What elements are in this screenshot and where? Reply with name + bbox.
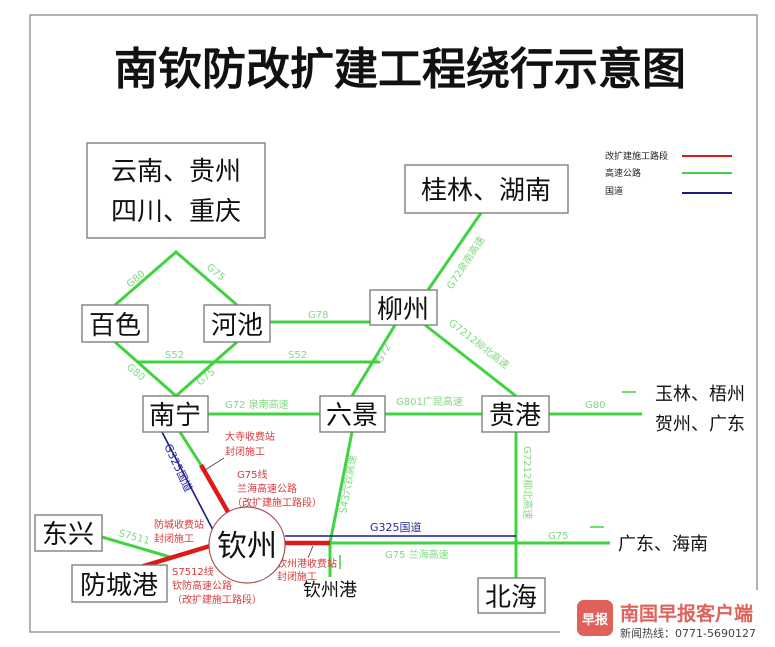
city-qinzhou: 钦州 <box>217 529 277 564</box>
legend: 改扩建施工路段 高速公路 国道 <box>605 150 732 197</box>
road-label: S52 <box>288 350 307 361</box>
legend-label-expressway: 高速公路 <box>605 167 641 179</box>
road-label: S52 <box>165 350 184 361</box>
region-box-north <box>404 164 569 214</box>
construction-g75 <box>199 463 230 514</box>
city-liujing: 六景 <box>326 401 378 431</box>
road-label: G75 <box>548 531 568 542</box>
road-label: G80 <box>124 362 147 384</box>
watermark: 早报 南国早报客户端 新闻热线：0771-5690127 <box>577 600 756 640</box>
road-g80-g75-north <box>114 250 238 307</box>
note-text: 封闭施工 <box>154 532 194 545</box>
note-text: 封闭施工 <box>277 570 317 583</box>
road-label: S43六钦高速 <box>336 454 359 514</box>
note-text: （改扩建施工路段） <box>172 593 262 606</box>
road-label: G80 <box>585 400 605 411</box>
watermark-hotline: 新闻热线：0771-5690127 <box>620 626 756 640</box>
road-label: G75 <box>195 367 218 389</box>
region-label: 贺州、广东 <box>655 414 745 435</box>
road-g72-liujing <box>350 324 397 397</box>
road-g72-north <box>426 212 483 291</box>
region-label: 玉林、梧州 <box>655 384 745 405</box>
note-text: 防城收费站 <box>154 518 204 531</box>
road-label: G801广昆高速 <box>396 395 463 408</box>
road-label: G72 泉南高速 <box>225 398 289 411</box>
road-label: G78 <box>308 310 328 321</box>
note-text: （改扩建施工路段） <box>232 496 322 509</box>
newspaper-logo-icon <box>577 600 613 636</box>
city-qinzhougang: 钦州港 <box>303 580 357 601</box>
road-label: G7212柳北高速 <box>521 446 534 519</box>
watermark-name: 南国早报客户端 <box>620 602 753 625</box>
construction-s7512 <box>136 543 211 571</box>
note-text: S7512线 <box>172 565 214 578</box>
road-g7212-north <box>424 323 517 398</box>
city-beihai: 北海 <box>485 583 537 613</box>
note-text: 兰海高速公路 <box>237 482 297 495</box>
city-nodes: 百色 河池 柳州 南宁 六景 贵港 北海 东兴 防城港 钦州 钦州港 <box>34 289 550 614</box>
city-guigang: 贵港 <box>489 401 541 431</box>
city-baise: 百色 <box>89 311 141 341</box>
note-text: G75线 <box>237 468 267 481</box>
road-label: G325国道 <box>370 520 422 534</box>
legend-label-construction: 改扩建施工路段 <box>605 150 668 162</box>
region-label: 四川、重庆 <box>111 197 241 227</box>
note-text: 钦州港收费站 <box>277 557 337 570</box>
region-label: 云南、贵州 <box>111 157 241 187</box>
road-label: G72泉南高速 <box>444 234 488 292</box>
city-liuzhou: 柳州 <box>377 295 429 325</box>
note-text: 钦防高速公路 <box>172 579 232 592</box>
road-label: G75 兰海高速 <box>385 548 449 561</box>
logo-text: 早报 <box>582 613 609 628</box>
note-text: 封闭施工 <box>225 445 265 458</box>
legend-label-national-road: 国道 <box>605 185 623 197</box>
city-hechi: 河池 <box>211 311 263 341</box>
city-nanning: 南宁 <box>149 401 201 431</box>
note-text: 大寺收费站 <box>225 430 275 443</box>
region-box-southwest <box>86 142 266 239</box>
construction-notes: 大寺收费站 封闭施工 G75线 兰海高速公路 （改扩建施工路段） 防城收费站 封… <box>154 430 337 606</box>
arrow-icons <box>339 391 636 569</box>
region-label: 广东、海南 <box>618 534 708 555</box>
road-label: G72 <box>374 342 394 365</box>
frame-border <box>29 14 758 633</box>
road-label: G7212柳北高速 <box>446 316 512 371</box>
road-g325-nanning <box>161 431 214 531</box>
road-s7511 <box>101 535 171 559</box>
city-fangchenggang: 防城港 <box>80 571 158 601</box>
city-dongxing: 东兴 <box>42 520 94 550</box>
region-label: 桂林、湖南 <box>421 176 551 206</box>
page-title: 南钦防改扩建工程绕行示意图 <box>114 44 686 95</box>
road-g75-nanning <box>178 431 203 466</box>
